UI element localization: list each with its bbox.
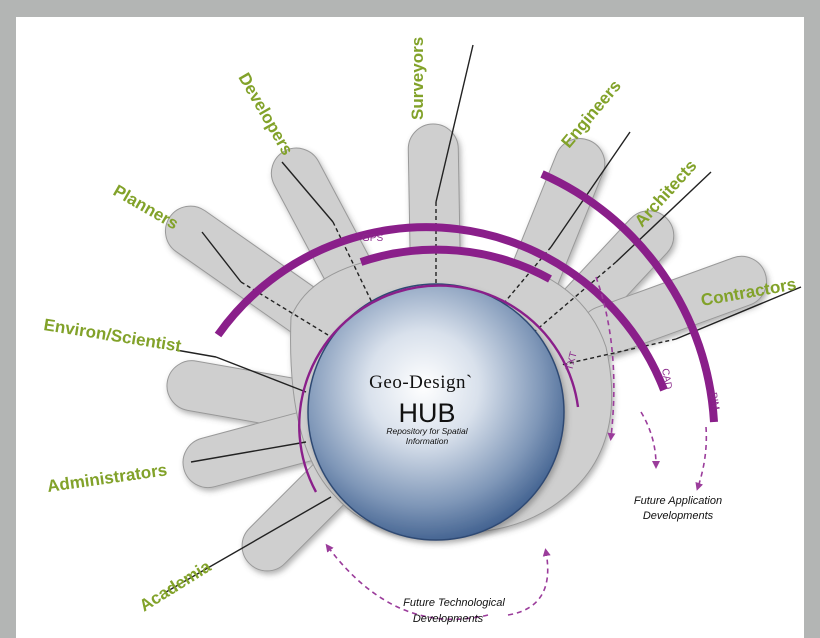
label-engineers: Engineers [558, 76, 625, 151]
note-technological-line2: Developments [413, 613, 484, 625]
txt-arrow [595, 276, 616, 441]
label-planners: Planners [110, 181, 182, 233]
hub-name: HUB [398, 398, 455, 428]
diagram-canvas: Surveyors Developers Engineers Planners … [16, 17, 804, 638]
tech-arrow-right [507, 548, 551, 616]
tech-arrow [325, 543, 489, 621]
bim-arrow [695, 426, 708, 491]
future-arrows [325, 276, 708, 621]
bim-arc [540, 170, 718, 423]
txt-arc [298, 284, 580, 493]
gps-arc [359, 245, 552, 283]
hub-circle [307, 283, 565, 541]
cad-arc [214, 223, 668, 392]
label-developers: Developers [235, 70, 297, 159]
label-surveyors: Surveyors [408, 37, 427, 120]
cad-arrow [640, 411, 660, 469]
label-cad: CAD [659, 368, 674, 391]
future-notes: Future Application Developments Future T… [403, 495, 722, 625]
technology-labels: GPS CAD BIM TXT [362, 233, 721, 411]
label-bim: BIM [707, 392, 721, 411]
hub-subtitle-line1: Repository for Spatial [386, 426, 468, 436]
label-txt: TXT [564, 351, 580, 372]
note-application-line2: Developments [643, 510, 714, 522]
hub-title: Geo-Design` [369, 372, 473, 393]
finger-lines [165, 44, 802, 593]
hub-subtitle-line2: Information [406, 436, 449, 446]
note-technological-line1: Future Technological [403, 597, 505, 609]
note-application-line1: Future Application [634, 495, 722, 507]
hub-text: Geo-Design` HUB Repository for Spatial I… [369, 372, 473, 446]
label-environ-scientist: Environ/Scientist [42, 315, 182, 356]
label-academia: Academia [136, 556, 215, 615]
label-gps: GPS [362, 233, 383, 244]
technology-arcs [214, 170, 718, 493]
geo-design-hub-diagram: Surveyors Developers Engineers Planners … [42, 37, 802, 625]
label-administrators: Administrators [46, 460, 168, 496]
